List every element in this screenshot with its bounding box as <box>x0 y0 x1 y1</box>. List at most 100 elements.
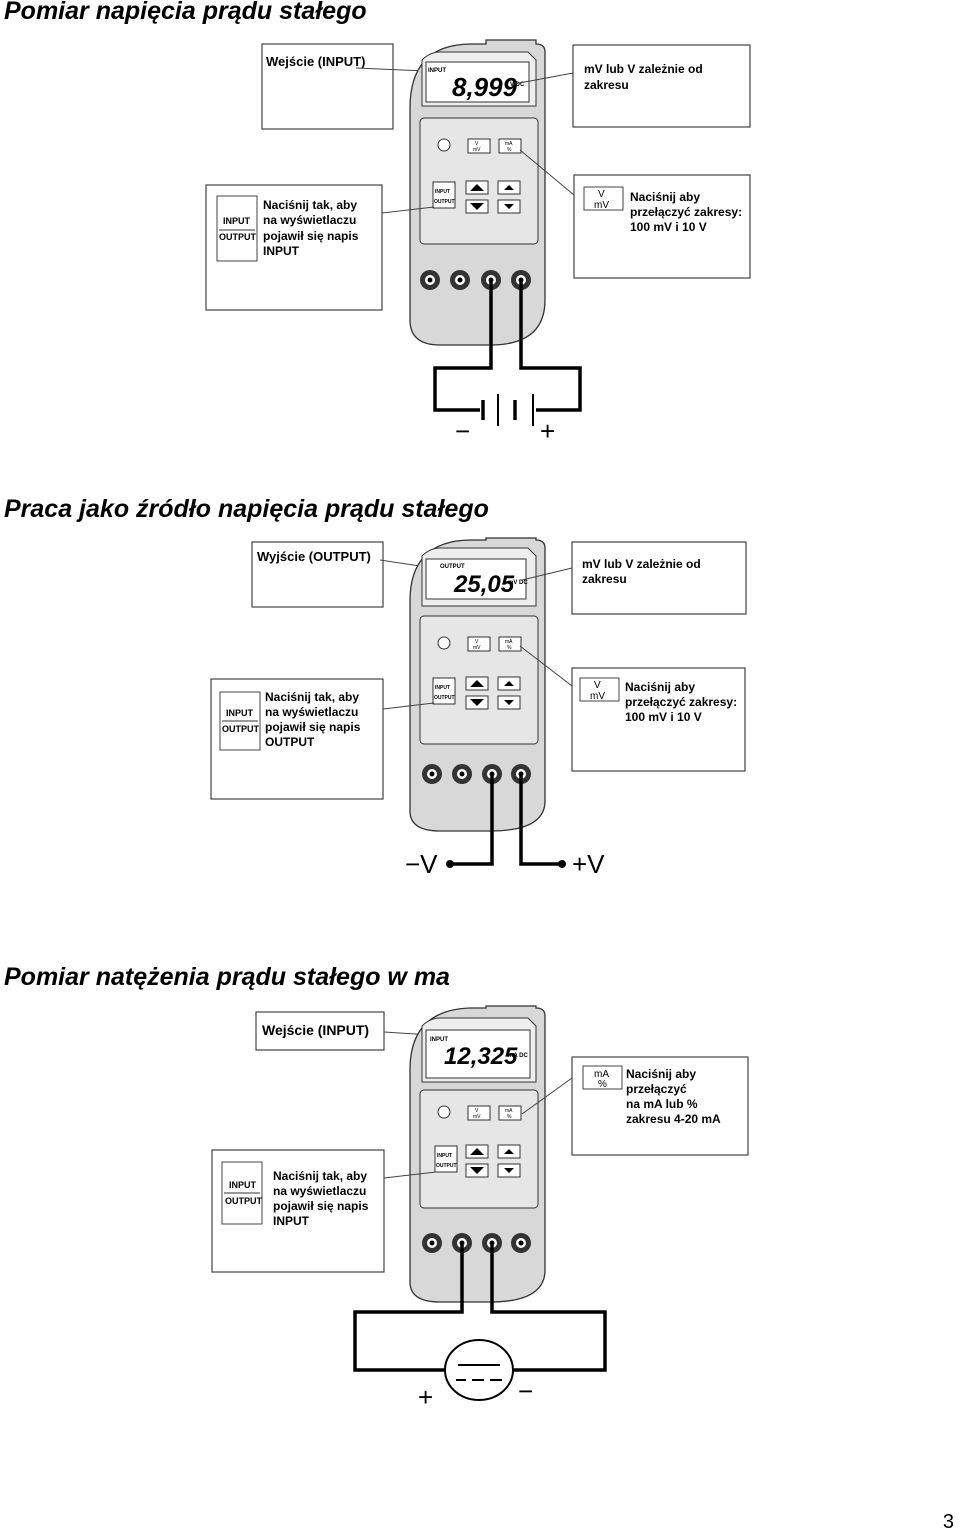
down-arrow-icon <box>504 204 514 209</box>
svg-text:mA: mA <box>505 1108 513 1114</box>
svg-text:mV: mV <box>473 147 481 153</box>
lcd-unit: mA DC <box>508 1053 528 1059</box>
meter-device: INPUT 8,999 V DC V mV mA % INPUT OUTPUT <box>409 39 546 346</box>
meter-device: INPUT 12,325 mA DC V mV mA % INPUT OUTPU… <box>409 1005 546 1303</box>
lcd-display <box>425 558 527 600</box>
positive-output-label: +V <box>572 849 605 879</box>
svg-text:%: % <box>507 147 512 153</box>
svg-text:INPUT: INPUT <box>435 189 450 195</box>
meter-device: OUTPUT 25,05 mV DC V mV mA % INPUT OUTPU… <box>409 537 546 832</box>
terminal-jacks <box>422 1233 531 1253</box>
input-output-instruction-box: INPUT OUTPUT Naciśnij tak, aby na wyświe… <box>210 678 435 800</box>
svg-text:INPUT: INPUT <box>435 685 450 691</box>
svg-text:przełączyć: przełączyć <box>626 1082 687 1096</box>
down-arrow-icon <box>470 1167 484 1174</box>
output-label-box: Wyjście (OUTPUT) <box>251 541 447 608</box>
up-arrow-icon <box>504 681 514 686</box>
lcd-mode: OUTPUT <box>440 564 465 570</box>
down-arrow-icon <box>470 699 484 706</box>
svg-text:mV: mV <box>594 200 609 211</box>
lcd-value: 12,325 <box>444 1043 518 1070</box>
svg-text:100 mV i 10 V: 100 mV i 10 V <box>630 220 707 234</box>
range-switch-instruction-box: V mV Naciśnij aby przełączyć zakresy: 10… <box>519 149 751 279</box>
section-heading-voltage-measure: Pomiar napięcia prądu stałego <box>4 0 367 25</box>
svg-text:INPUT: INPUT <box>223 216 251 226</box>
svg-text:pojawił się napis: pojawił się napis <box>263 229 359 243</box>
input-label-box: Wejście (INPUT) <box>255 1011 447 1051</box>
positive-terminal-label: + <box>540 416 555 446</box>
svg-text:Naciśnij aby: Naciśnij aby <box>630 190 700 204</box>
svg-text:Wejście (INPUT): Wejście (INPUT) <box>262 1022 369 1038</box>
svg-text:mV lub V zależnie od: mV lub V zależnie od <box>584 62 703 76</box>
svg-text:mV lub V zależnie od: mV lub V zależnie od <box>582 557 701 571</box>
svg-text:pojawił się napis: pojawił się napis <box>273 1199 369 1213</box>
input-label-text: Wejście (INPUT) <box>266 54 365 69</box>
svg-text:OUTPUT: OUTPUT <box>434 199 455 205</box>
svg-text:INPUT: INPUT <box>226 708 254 718</box>
svg-text:na mA lub %: na mA lub % <box>626 1097 698 1111</box>
power-button-icon <box>437 636 451 650</box>
up-arrow-icon <box>470 184 484 191</box>
input-label-box: Wejście (INPUT) <box>261 43 451 130</box>
terminal-jacks <box>422 764 531 784</box>
svg-text:INPUT: INPUT <box>437 1153 452 1159</box>
svg-text:INPUT: INPUT <box>273 1214 310 1228</box>
svg-text:przełączyć zakresy:: przełączyć zakresy: <box>625 695 737 709</box>
range-switch-instruction-box: mA % Naciśnij aby przełączyć na mA lub %… <box>521 1056 749 1156</box>
svg-text:pojawił się napis: pojawił się napis <box>265 720 361 734</box>
negative-output-label: −V <box>405 849 438 879</box>
svg-text:Wyjście (OUTPUT): Wyjście (OUTPUT) <box>257 549 371 564</box>
up-arrow-icon <box>504 185 514 190</box>
svg-text:zakresu: zakresu <box>582 572 627 586</box>
diagram-current-measure-drawing: Wejście (INPUT) INPUT 12,325 mA DC V mV … <box>211 1005 749 1412</box>
svg-text:na wyświetlaczu: na wyświetlaczu <box>263 213 356 227</box>
lcd-unit: mV DC <box>508 580 528 586</box>
diagram-current-measure: Wejście (INPUT) INPUT 12,325 mA DC V mV … <box>0 1000 960 1420</box>
svg-text:OUTPUT: OUTPUT <box>219 232 257 242</box>
svg-text:Naciśnij tak, aby: Naciśnij tak, aby <box>263 198 357 212</box>
svg-text:V: V <box>594 680 601 691</box>
section-heading-current-measure: Pomiar natężenia prądu stałego w ma <box>4 963 450 991</box>
svg-text:mV: mV <box>590 691 605 702</box>
svg-text:INPUT: INPUT <box>229 1180 257 1190</box>
svg-text:V: V <box>475 141 479 147</box>
input-output-instruction-box: INPUT OUTPUT Naciśnij tak, aby na wyświe… <box>211 1149 437 1273</box>
svg-text:mV: mV <box>473 1114 481 1120</box>
svg-text:V: V <box>475 1108 479 1114</box>
down-arrow-icon <box>504 700 514 705</box>
output-leads <box>450 776 562 866</box>
lcd-value: 25,05 <box>453 571 515 598</box>
terminal-jacks <box>420 270 531 290</box>
svg-text:mV: mV <box>473 645 481 651</box>
up-arrow-icon <box>470 1148 484 1155</box>
current-source-icon <box>444 1339 514 1401</box>
svg-text:100 mV i 10 V: 100 mV i 10 V <box>625 710 702 724</box>
svg-text:zakresu: zakresu <box>584 78 629 92</box>
svg-text:INPUT: INPUT <box>263 244 300 258</box>
positive-terminal-label: + <box>418 1382 433 1412</box>
svg-text:OUTPUT: OUTPUT <box>434 695 455 701</box>
diagram-voltage-source: Wyjście (OUTPUT) OUTPUT 25,05 mV DC V mV… <box>0 530 960 900</box>
svg-text:mA: mA <box>594 1069 609 1080</box>
up-arrow-icon <box>504 1149 514 1154</box>
svg-text:OUTPUT: OUTPUT <box>436 1163 457 1169</box>
svg-text:Naciśnij aby: Naciśnij aby <box>626 1067 696 1081</box>
svg-text:%: % <box>598 1079 607 1090</box>
input-output-instruction-box: INPUT OUTPUT Naciśnij tak, aby na wyświe… <box>205 184 435 311</box>
lcd-display <box>425 61 530 103</box>
range-info-box: mV lub V zależnie od zakresu <box>521 541 747 615</box>
svg-text:V: V <box>475 639 479 645</box>
negative-terminal-label: − <box>455 416 470 446</box>
svg-text:mA: mA <box>505 141 513 147</box>
svg-text:%: % <box>507 645 512 651</box>
svg-text:na wyświetlaczu: na wyświetlaczu <box>265 705 358 719</box>
page-number: 3 <box>942 1511 954 1533</box>
down-arrow-icon <box>470 203 484 210</box>
section-heading-voltage-source: Praca jako źródło napięcia prądu stałego <box>4 495 489 523</box>
diagram-voltage-source-drawing: Wyjście (OUTPUT) OUTPUT 25,05 mV DC V mV… <box>210 537 747 879</box>
range-info-box: mV lub V zależnie od zakresu <box>513 44 751 128</box>
svg-text:Naciśnij aby: Naciśnij aby <box>625 680 695 694</box>
current-source-circuit <box>353 1245 607 1401</box>
up-arrow-icon <box>470 680 484 687</box>
lcd-display <box>425 1029 531 1079</box>
